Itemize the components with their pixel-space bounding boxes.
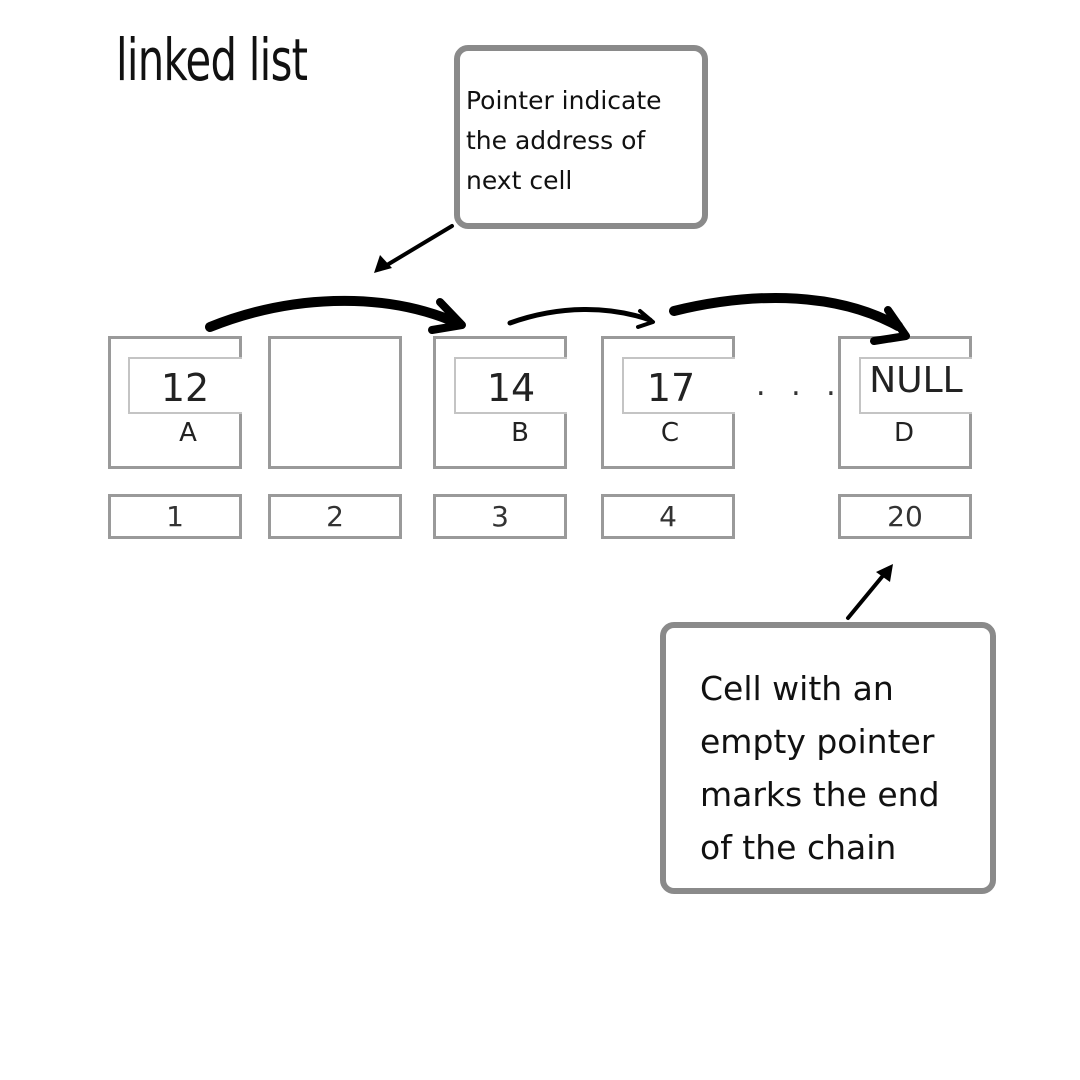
end-of-chain-callout-text: Cell with an empty pointer marks the end… [700,669,940,867]
cell-index-3: 3 [433,494,567,539]
pointer-arrowhead-a-to-b [428,298,466,334]
cell-letter-20: D [893,418,915,448]
pointer-arrowhead-b-to-c [636,309,655,329]
diagram-title: linked list [116,26,308,94]
pointer-callout: Pointer indicate the address of next cel… [454,45,708,229]
cell-index-4: 4 [601,494,735,539]
callout-top-arrowhead [374,255,392,273]
cell-letter-1: A [179,418,197,448]
cell-value-3: 14 [486,366,536,410]
ellipsis: . . . [756,368,844,403]
pointer-field-4 [622,357,735,414]
cell-index-20: 20 [838,494,972,539]
memory-cell-2 [268,336,402,469]
cell-value-20: NULL [869,360,963,401]
pointer-arrow-b-to-c [507,307,653,326]
pointer-arrow-a-to-b [205,295,455,332]
pointer-callout-text: Pointer indicate the address of next cel… [466,86,662,195]
end-of-chain-callout: Cell with an empty pointer marks the end… [660,622,996,894]
callout-bottom-arrowhead [876,564,893,582]
cell-letter-3: B [511,418,529,448]
callout-bottom-arrow [846,570,888,620]
cell-value-4: 17 [646,366,696,410]
pointer-arrow-c-to-d [669,293,903,331]
pointer-field-3 [454,357,567,414]
callout-top-arrow [380,224,454,270]
cell-letter-4: C [660,418,680,448]
cell-index-1: 1 [108,494,242,539]
cell-index-2: 2 [268,494,402,539]
pointer-field-1 [128,357,242,414]
pointer-arrowhead-c-to-d [870,306,910,345]
pointer-field-20 [859,357,972,414]
cell-value-1: 12 [160,366,210,410]
